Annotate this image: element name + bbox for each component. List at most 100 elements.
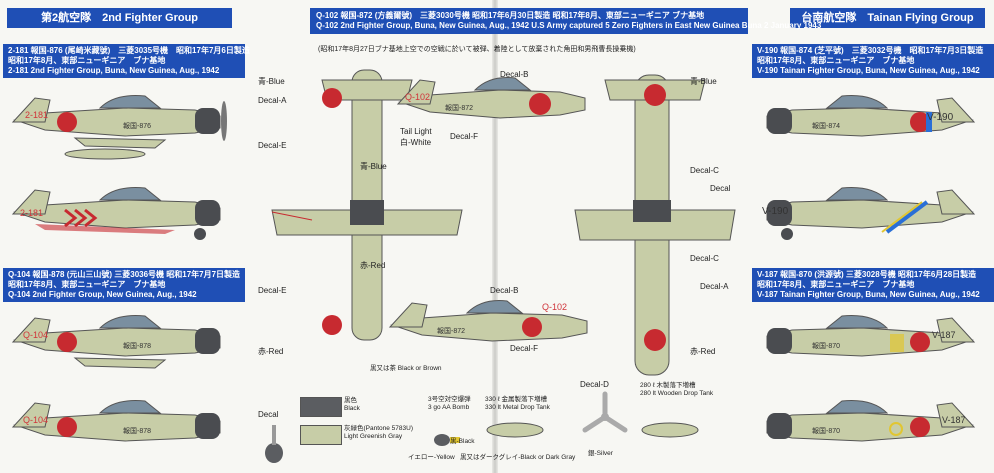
caption-jp-code: V-190 報国-874 (芝平號) 三菱3032号機 昭和17年7月3日製造 (757, 46, 984, 55)
legend-green-jp: 灰緑色(Pantone 5783U) (344, 425, 414, 432)
drop-tank-330-icon (486, 422, 544, 438)
legend-tank-280-jp: 280 ℓ 木製落下増槽 (640, 382, 696, 389)
caption-en: V-187 Tainan Fighter Group, Buna, New Gu… (757, 290, 980, 299)
aircraft-2-181-caption: 2-181 報国-876 (尾崎米藏號) 三菱3035号機 昭和17年7月6日製… (3, 44, 250, 78)
legend-black-lbl: 黒-Black (450, 438, 475, 445)
legend-tank-330-en: 330 lt Metal Drop Tank (485, 404, 550, 411)
right-section-title: 台南航空隊 Tainan Flying Group (790, 8, 985, 28)
svg-text:Q-104: Q-104 (23, 415, 48, 425)
legend-tank-280-en: 280 lt Wooden Drop Tank (640, 390, 714, 397)
label-blue: 青-Blue (258, 77, 285, 86)
svg-text:V-190: V-190 (762, 206, 789, 217)
svg-text:Q-102: Q-102 (542, 302, 567, 312)
svg-text:報国-870: 報国-870 (812, 342, 840, 350)
caption-en: Q-104 2nd Fighter Group, New Guinea, Aug… (8, 290, 197, 299)
label-decal-c-lower: Decal-C (690, 254, 719, 263)
label-decal-a-right: Decal-A (700, 282, 729, 291)
label-blue-right: 青-Blue (690, 77, 717, 86)
svg-text:2-181: 2-181 (20, 208, 43, 218)
svg-text:報国-876: 報国-876 (123, 122, 151, 130)
caption-jp-location: 昭和17年8月、東部ニューギニア ブナ基地 (8, 56, 166, 65)
label-black-brown: 黒又は茶 Black or Brown (370, 365, 442, 372)
label-tail-light: Tail Light (400, 127, 432, 136)
label-decal-right: Decal (710, 184, 731, 193)
label-red: 赤-Red (258, 347, 284, 356)
label-red-right: 赤-Red (690, 347, 716, 356)
svg-text:報国-878: 報国-878 (123, 342, 151, 350)
caption-jp-code: 2-181 報国-876 (尾崎米藏號) 三菱3035号機 昭和17年7月6日製… (8, 46, 250, 55)
svg-text:報国-872: 報国-872 (437, 327, 465, 335)
swatch-green (300, 425, 342, 445)
legend-black: 黒色 Black (344, 397, 360, 413)
label-decal-c: Decal-C (690, 166, 719, 175)
legend-green-en: Light Greenish Gray (344, 433, 403, 440)
svg-text:V-187: V-187 (932, 330, 956, 340)
zero-fighter-side-view-2-181-alt: 2-181 (11, 187, 221, 240)
center-note: (昭和17年8月27日ブナ基地上空での空戦に於いて被弾、着陸として放棄された角田… (318, 46, 636, 53)
zero-fighter-side-view-q-104-alt: Q-104 報国-878 (11, 400, 221, 442)
legend-bomb-jp: 3号空対空爆弾 (428, 396, 471, 403)
caption-en: V-190 Tainan Fighter Group, Buna, New Gu… (757, 66, 980, 75)
zero-fighter-plan-view-top (271, 69, 463, 341)
caption-en: 2-181 2nd Fighter Group, Buna, New Guine… (8, 66, 220, 75)
bomb-icon (434, 434, 460, 446)
left-section-title: 第2航空隊 2nd Fighter Group (7, 8, 232, 28)
label-decal-f-lower: Decal-F (510, 344, 539, 353)
svg-text:V-190: V-190 (927, 112, 954, 123)
label-white: 白-White (400, 138, 432, 147)
center-header-en: Q-102 2nd Fighter Group, Buna, New Guine… (316, 21, 822, 30)
legend-tank-330-jp: 330 ℓ 金属製落下増槽 (485, 396, 548, 403)
label-decal-e-lower: Decal-E (258, 286, 287, 295)
svg-text:報国-878: 報国-878 (123, 427, 151, 435)
svg-text:報国-870: 報国-870 (812, 427, 840, 435)
svg-text:Q-104: Q-104 (23, 330, 48, 340)
aircraft-v-187-caption: V-187 報国-870 (洪源號) 三菱3028号機 昭和17年6月28日製造… (752, 268, 994, 302)
aircraft-q-104-caption: Q-104 報国-878 (元山三山號) 三菱3036号機 昭和17年7月7日製… (3, 268, 245, 302)
zero-fighter-side-view-v-187: V-187 報国-870 (766, 315, 976, 357)
svg-text:Q-102: Q-102 (405, 92, 430, 102)
drop-tank-280-icon (641, 422, 699, 438)
zero-fighter-side-view-v-190-alt: V-190 (762, 187, 976, 240)
legend-black-en: Black (344, 405, 360, 412)
caption-jp-code: V-187 報国-870 (洪源號) 三菱3028号機 昭和17年6月28日製造 (757, 270, 977, 279)
label-decal-b: Decal-B (500, 70, 529, 79)
legend-black-jp: 黒色 (344, 397, 357, 404)
label-decal-bottom: Decal (258, 410, 279, 419)
legend-green: 灰緑色(Pantone 5783U) Light Greenish Gray (344, 425, 413, 441)
label-decal-b-lower: Decal-B (490, 286, 519, 295)
caption-jp-location: 昭和17年8月、東部ニューギニア ブナ基地 (8, 280, 166, 289)
label-decal-d: Decal-D (580, 380, 609, 389)
tail-code: 2-181 (25, 110, 48, 120)
zero-fighter-side-view-2-181: 2-181 報国-876 (11, 95, 227, 160)
zero-fighter-plan-view-bottom (574, 74, 736, 376)
legend-yellow: イエロー-Yellow (408, 454, 455, 461)
zero-fighter-side-view-v-190: V-190 報国-874 (766, 95, 976, 137)
label-red-mid: 赤-Red (360, 261, 386, 270)
legend-bomb-en: 3 go AA Bomb (428, 404, 470, 411)
legend-dark-gray: 黒又はダークグレイ-Black or Dark Gray (460, 454, 576, 461)
svg-text:報国-872: 報国-872 (445, 104, 473, 112)
page-fold (492, 0, 498, 473)
zero-fighter-side-view-q-102: Q-102 報国-872 (396, 77, 586, 119)
center-aircraft-q-102-header: Q-102 報国-872 (方義爾號) 三菱3030号機 昭和17年6月30日製… (310, 8, 822, 34)
svg-text:報国-874: 報国-874 (812, 122, 840, 130)
legend-silver: 銀-Silver (588, 450, 613, 457)
caption-jp-location: 昭和17年8月、東部ニューギニア ブナ基地 (757, 280, 915, 289)
wheel-icon (265, 425, 283, 463)
legend-bomb: 3号空対空爆弾 3 go AA Bomb (428, 396, 471, 412)
propeller-icon (582, 391, 628, 433)
zero-fighter-side-view-v-187-alt: V-187 報国-870 (766, 400, 976, 442)
aircraft-v-190-caption: V-190 報国-874 (芝平號) 三菱3032号機 昭和17年7月3日製造 … (752, 44, 994, 78)
svg-text:V-187: V-187 (942, 415, 966, 425)
center-header-jp: Q-102 報国-872 (方義爾號) 三菱3030号機 昭和17年6月30日製… (316, 11, 705, 20)
label-decal-e: Decal-E (258, 141, 287, 150)
label-decal-a: Decal-A (258, 96, 287, 105)
swatch-black (300, 397, 342, 417)
caption-jp-code: Q-104 報国-878 (元山三山號) 三菱3036号機 昭和17年7月7日製… (8, 270, 241, 279)
legend-tank-330: 330 ℓ 金属製落下増槽 330 lt Metal Drop Tank (485, 396, 550, 412)
caption-jp-location: 昭和17年8月、東部ニューギニア ブナ基地 (757, 56, 915, 65)
label-blue-mid: 青-Blue (360, 162, 387, 171)
zero-fighter-side-view-q-102-lower: Q-102 報国-872 (388, 300, 588, 342)
legend-tank-280: 280 ℓ 木製落下増槽 280 lt Wooden Drop Tank (640, 382, 713, 398)
